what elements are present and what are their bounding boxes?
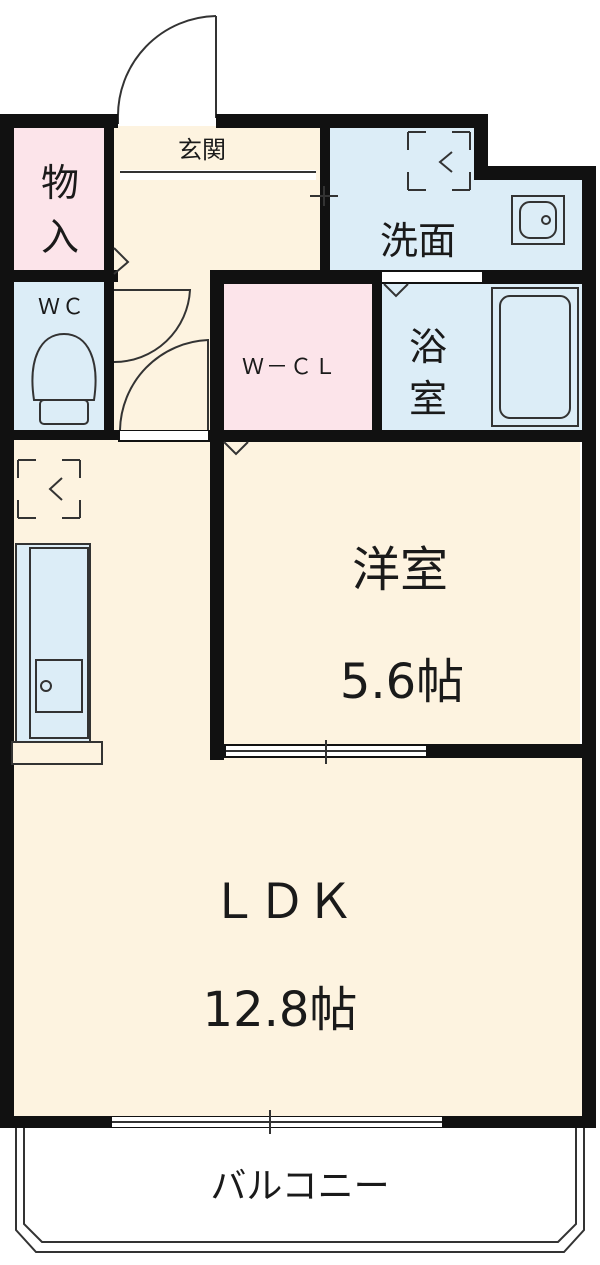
ldk-label: ＬＤＫ (210, 874, 354, 930)
door-swing-icon (116, 15, 217, 124)
walk-in-closet (222, 282, 372, 432)
wash-basin-icon (511, 195, 565, 245)
door-swing-icon (113, 247, 209, 431)
wcl-label: Ｗ－ＣＬ (242, 355, 338, 380)
entrance-area (112, 126, 322, 178)
washroom-label: 洗面 (380, 219, 456, 263)
entrance-label: 玄関 (178, 136, 226, 164)
wc-label: ＷＣ (38, 295, 86, 320)
bath-label-2: 室 (409, 377, 447, 421)
ldk-room-lower (12, 758, 584, 1120)
bath-label-1: 浴 (409, 325, 447, 369)
balcony (15, 1128, 585, 1253)
refrigerator-icon (17, 459, 81, 519)
washroom-ext (328, 176, 584, 274)
toilet-icon (31, 332, 97, 425)
washing-machine-icon (407, 131, 471, 191)
storage-label-1: 物 (41, 161, 79, 205)
western-room-size: 5.6帖 (340, 654, 464, 710)
thresholds (112, 171, 442, 1134)
storage-label-2: 入 (41, 215, 79, 259)
ldk-size: 12.8帖 (203, 982, 358, 1038)
storage-room (12, 126, 108, 272)
kitchen-sink-icon (11, 543, 103, 765)
bathtub-icon (491, 287, 579, 427)
bathroom (380, 282, 584, 432)
western-room-label: 洋室 (352, 542, 448, 598)
western-room (222, 440, 580, 752)
balcony-label: バルコニー (210, 1166, 389, 1207)
bath-door-icon (223, 283, 409, 456)
